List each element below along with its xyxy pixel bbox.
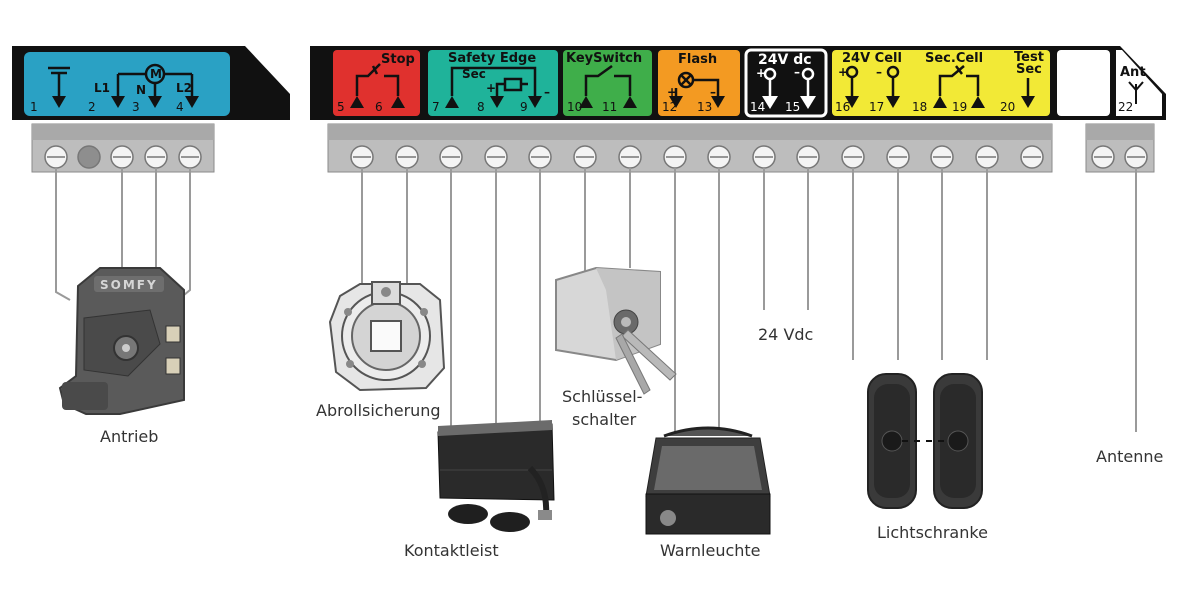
schluesselschalter-device-icon xyxy=(555,266,677,395)
motor-screw-terminals xyxy=(44,145,202,169)
dc-label: 24V dc xyxy=(758,52,812,68)
control-screw-terminals xyxy=(350,145,1044,169)
earth-icon xyxy=(48,66,70,108)
safety-edge-group xyxy=(428,50,558,116)
terminal-num-12: 12 xyxy=(662,100,677,114)
cell-label: 24V Cell xyxy=(842,51,902,66)
terminal-num-5: 5 xyxy=(337,100,345,114)
antenne-label: Antenne xyxy=(1096,447,1163,466)
motor-symbol xyxy=(116,63,194,96)
kontaktleist-device-icon xyxy=(437,420,555,532)
kontaktleist-label: Kontaktleist xyxy=(404,541,499,560)
antrieb-label: Antrieb xyxy=(100,427,158,446)
dc-plus: + xyxy=(756,66,766,80)
terminal-num-19: 19 xyxy=(952,100,967,114)
antenna-screw-terminals xyxy=(1091,145,1148,169)
terminal-num-20: 20 xyxy=(1000,100,1015,114)
motor-terminal-block-label xyxy=(24,52,230,116)
stop-label: Stop xyxy=(381,52,415,67)
motor-l2-label: L2 xyxy=(176,81,192,95)
warnleuchte-device-icon xyxy=(645,426,771,535)
terminal-num-3: 3 xyxy=(132,100,140,114)
safety-edge-label: Safety Edge xyxy=(448,51,536,66)
seccell-label: Sec.Cell xyxy=(925,51,983,66)
terminal-num-14: 14 xyxy=(750,100,765,114)
terminal-num-16: 16 xyxy=(835,100,850,114)
terminal-num-17: 17 xyxy=(869,100,884,114)
cell-plus: + xyxy=(838,65,848,79)
schluesselschalter-label-1: Schlüssel- xyxy=(562,387,642,406)
keyswitch-label: KeySwitch xyxy=(566,51,642,66)
motor-l1-label: L1 xyxy=(94,81,110,95)
terminal-num-13: 13 xyxy=(697,100,712,114)
safety-edge-minus: – xyxy=(544,85,550,99)
motor-device-icon: SOMFY xyxy=(58,267,185,415)
terminal-num-8: 8 xyxy=(477,100,485,114)
motor-m-label: M xyxy=(150,67,162,81)
cell-minus: – xyxy=(876,65,882,79)
dc-output-label: 24 Vdc xyxy=(758,325,813,344)
flash-minus: – xyxy=(710,85,716,99)
testsec-label-2: Sec xyxy=(1016,62,1042,77)
dc-minus: – xyxy=(794,65,800,79)
lichtschranke-label: Lichtschranke xyxy=(877,523,988,542)
antenna-label: Ant xyxy=(1120,65,1146,80)
terminal-num-18: 18 xyxy=(912,100,927,114)
terminal-num-6: 6 xyxy=(375,100,383,114)
schluesselschalter-label-2: schalter xyxy=(572,410,637,429)
terminal-num-10: 10 xyxy=(567,100,582,114)
terminal-num-1: 1 xyxy=(30,100,38,114)
abrollsicherung-device-icon xyxy=(328,281,446,392)
flash-plus: + xyxy=(667,85,677,99)
terminal-num-2: 2 xyxy=(88,100,96,114)
terminal-num-9: 9 xyxy=(520,100,528,114)
terminal-num-7: 7 xyxy=(432,100,440,114)
flash-label: Flash xyxy=(678,52,717,67)
terminal-num-11: 11 xyxy=(602,100,617,114)
safety-edge-sec-label: Sec xyxy=(462,67,486,81)
motor-n-label: N xyxy=(136,83,146,97)
safety-edge-plus: + xyxy=(486,81,496,95)
brand-logo: SOMFY xyxy=(100,278,158,292)
lichtschranke-device-icon xyxy=(867,373,983,509)
antenna-icon xyxy=(1128,81,1144,104)
terminal-num-22: 22 xyxy=(1118,100,1133,114)
antenna-group xyxy=(1116,50,1162,116)
blank-terminal-label xyxy=(1057,50,1110,116)
terminal-num-15: 15 xyxy=(785,100,800,114)
testsec-label: Test xyxy=(1014,50,1044,65)
terminal-num-4: 4 xyxy=(176,100,184,114)
abrollsicherung-label: Abrollsicherung xyxy=(316,401,441,420)
warnleuchte-label: Warnleuchte xyxy=(660,541,761,560)
